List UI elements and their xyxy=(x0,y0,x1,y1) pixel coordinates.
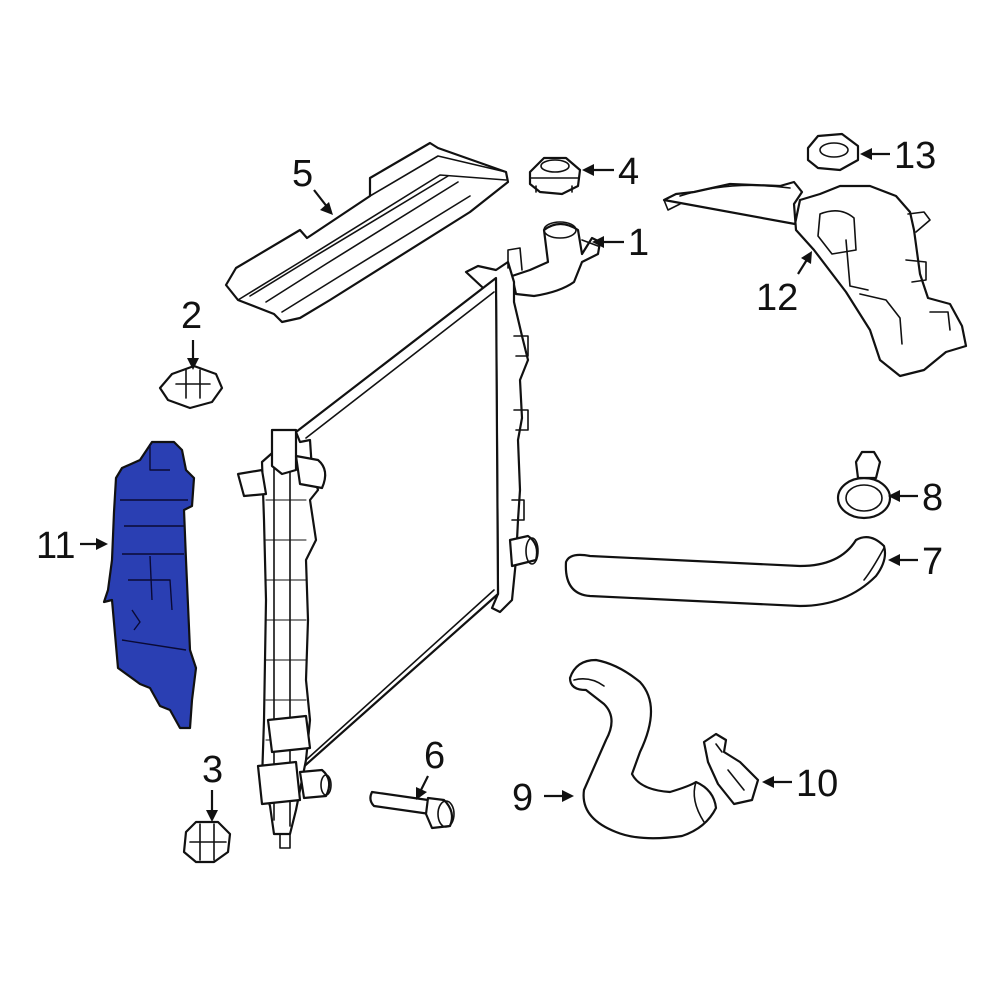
part-8-hose-clamp[interactable] xyxy=(836,450,892,520)
part-1-filler-neck[interactable] xyxy=(510,221,602,298)
part-3-lower-isolator[interactable] xyxy=(182,820,232,864)
part-12-coolant-reservoir[interactable] xyxy=(662,180,968,378)
part-5-air-baffle[interactable] xyxy=(224,141,510,324)
part-13-reservoir-cap[interactable] xyxy=(806,132,860,172)
part-10-hose-clamp[interactable] xyxy=(702,732,760,806)
part-7-upper-hose[interactable] xyxy=(564,535,887,608)
callout-5: 5 xyxy=(292,153,313,195)
callout-labels: 1 2 3 4 5 6 7 8 9 10 11 12 13 xyxy=(36,135,943,819)
callout-1: 1 xyxy=(628,222,649,264)
part-4-radiator-cap[interactable] xyxy=(528,156,582,196)
callout-10: 10 xyxy=(796,763,838,805)
callout-leaders xyxy=(80,148,918,822)
part-6-mounting-pin[interactable] xyxy=(369,790,455,830)
callout-6: 6 xyxy=(424,735,445,777)
callout-9: 9 xyxy=(512,777,533,819)
callout-7: 7 xyxy=(922,541,943,583)
callout-3: 3 xyxy=(202,749,223,791)
radiator-core[interactable] xyxy=(236,247,539,849)
callout-4: 4 xyxy=(618,151,639,193)
part-2-upper-isolator[interactable] xyxy=(158,364,224,410)
callout-13: 13 xyxy=(894,135,936,177)
part-9-lower-hose[interactable] xyxy=(568,658,718,840)
part-11-air-deflector[interactable] xyxy=(102,440,198,730)
callout-11: 11 xyxy=(36,525,75,567)
callout-2: 2 xyxy=(181,295,202,337)
callout-12: 12 xyxy=(756,277,798,319)
callout-8: 8 xyxy=(922,477,943,519)
